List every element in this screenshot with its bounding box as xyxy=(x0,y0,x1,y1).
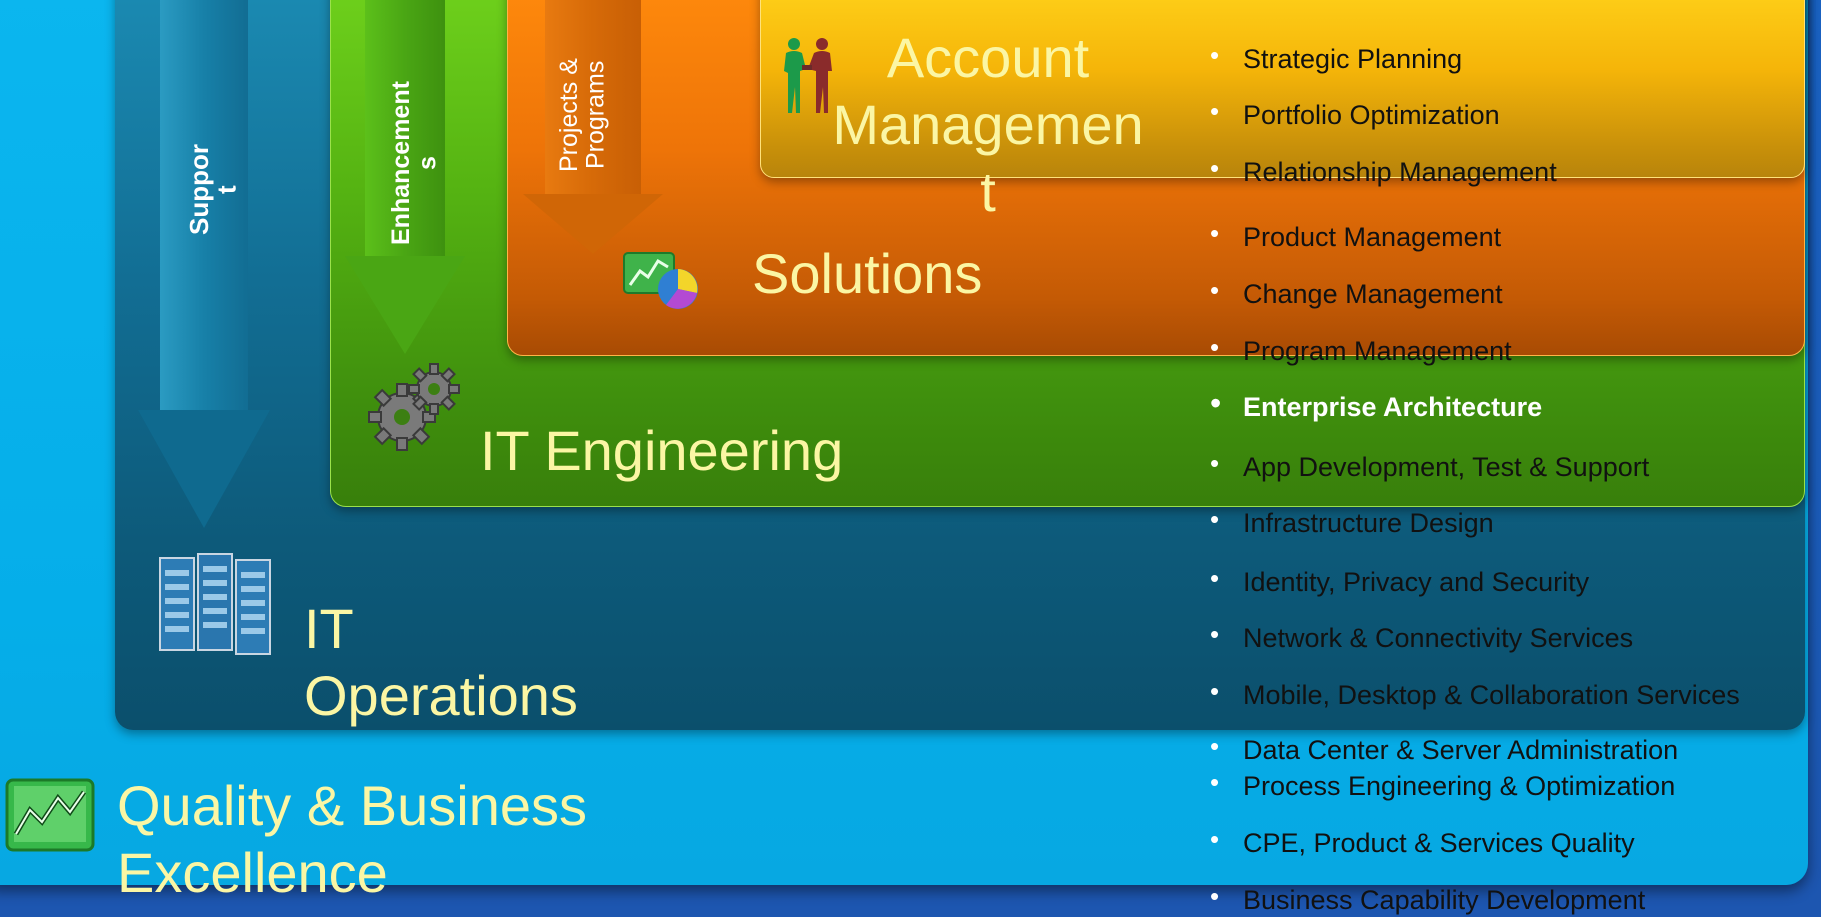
list-item-text: Portfolio Optimization xyxy=(1243,100,1500,130)
bullet-dot: • xyxy=(1210,96,1220,126)
line-chart-icon xyxy=(5,778,95,852)
bullet-dot: • xyxy=(1210,676,1220,706)
bullet-dot: • xyxy=(1210,767,1220,797)
server-racks-icon xyxy=(159,553,271,655)
projects-programs-label: Projects & Programs xyxy=(555,58,610,172)
list-item-text: Program Management xyxy=(1243,336,1512,366)
it-operations-title: IT Operations xyxy=(304,597,578,728)
quality-business-excellence-title: Quality & Business Excellence xyxy=(117,774,587,905)
list-item-text: Change Management xyxy=(1243,279,1503,309)
support-arrow xyxy=(138,0,270,530)
list-item-text: App Development, Test & Support xyxy=(1243,452,1650,482)
bullet-dot: • xyxy=(1210,385,1222,421)
bullet-dot: • xyxy=(1210,824,1220,854)
list-item-text: Identity, Privacy and Security xyxy=(1243,567,1590,597)
enhancements-arrow xyxy=(345,0,465,355)
it-engineering-title: IT Engineering xyxy=(480,419,844,482)
solutions-title: Solutions xyxy=(752,242,983,305)
enhancements-label: Enhancement s xyxy=(387,81,442,245)
handshake-people-icon xyxy=(784,38,832,113)
chart-pie-icon xyxy=(623,252,698,309)
list-item-text: Data Center & Server Administration xyxy=(1243,735,1679,765)
capability-list: • Strategic Planning • Portfolio Optimizati… xyxy=(1200,0,1821,917)
projects-programs-arrow xyxy=(523,0,663,255)
account-management-title: Account Managemen t xyxy=(832,26,1144,224)
list-item-text: Strategic Planning xyxy=(1243,44,1463,74)
support-label: Suppor t xyxy=(184,144,242,236)
bullet-dot: • xyxy=(1210,731,1220,761)
gears-icon xyxy=(368,363,460,451)
list-item-text: Infrastructure Design xyxy=(1243,508,1494,538)
list-item-text: CPE, Product & Services Quality xyxy=(1243,828,1635,858)
bullet-dot: • xyxy=(1210,448,1220,478)
list-item-text: Business Capability Development xyxy=(1243,885,1646,915)
bullet-dot: • xyxy=(1210,563,1220,593)
bullet-dot: • xyxy=(1210,153,1220,183)
list-item-text: Enterprise Architecture xyxy=(1243,392,1543,422)
bullet-dot: • xyxy=(1210,881,1220,911)
bullet-dot: • xyxy=(1210,619,1220,649)
bullet-dot: • xyxy=(1210,275,1220,305)
bullet-dot: • xyxy=(1210,332,1220,362)
list-item-text: Mobile, Desktop & Collaboration Services xyxy=(1243,680,1740,710)
list-item-text: Process Engineering & Optimization xyxy=(1243,771,1676,801)
bullet-dot: • xyxy=(1210,218,1220,248)
bullet-dot: • xyxy=(1210,504,1220,534)
bullet-dot: • xyxy=(1210,40,1220,70)
list-item-text: Product Management xyxy=(1243,222,1502,252)
list-item-text: Relationship Management xyxy=(1243,157,1557,187)
list-item-text: Network & Connectivity Services xyxy=(1243,623,1634,653)
account-management-panel xyxy=(760,0,1805,178)
